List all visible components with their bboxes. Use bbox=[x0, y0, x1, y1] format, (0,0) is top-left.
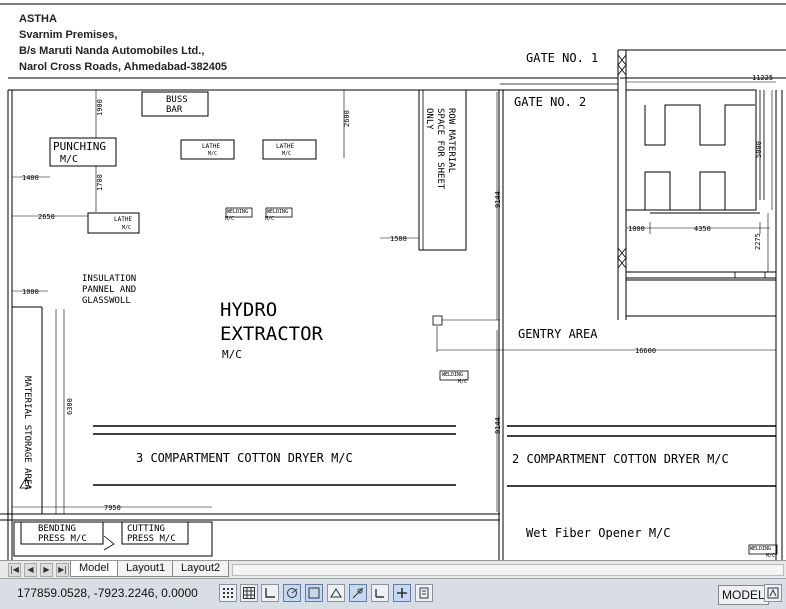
first-tab-icon[interactable]: |◀ bbox=[8, 563, 21, 577]
tab-model[interactable]: Model bbox=[70, 561, 118, 577]
address-line-2: B/s Maruti Nanda Automobiles Ltd., bbox=[19, 45, 205, 57]
status-bar: 177859.0528, -7923.2246, 0.0000 MODEL bbox=[0, 578, 786, 609]
hydro-label-2: EXTRACTOR bbox=[220, 323, 324, 345]
dim-6300: 6300 bbox=[66, 398, 74, 415]
object-snap-tracking-icon[interactable] bbox=[349, 584, 367, 602]
gate-1-label: GATE NO. 1 bbox=[526, 51, 598, 65]
lathe-1-label: LATHE bbox=[202, 143, 220, 150]
dim-1500: 1500 bbox=[390, 235, 407, 243]
buss-bar-label-1: BUSS bbox=[166, 95, 188, 105]
address-line-1: Svarnim Premises, bbox=[19, 29, 118, 41]
tab-layout2[interactable]: Layout2 bbox=[172, 561, 230, 577]
snap-mode-icon[interactable] bbox=[219, 584, 237, 602]
layout-tab-bar: |◀ ◀ ▶ ▶| Model Layout1 Layout2 bbox=[0, 560, 786, 578]
lineweight-icon[interactable] bbox=[415, 584, 433, 602]
welding-4-label: WELDING bbox=[750, 546, 771, 552]
prev-tab-icon[interactable]: ◀ bbox=[24, 563, 37, 577]
ortho-mode-icon[interactable] bbox=[261, 584, 279, 602]
welding-3-label: WELDING bbox=[442, 372, 463, 378]
object-snap-icon[interactable] bbox=[305, 584, 323, 602]
next-tab-icon[interactable]: ▶ bbox=[40, 563, 53, 577]
insulation-label-3: GLASSWOLL bbox=[82, 296, 131, 306]
bending-label-1: BENDING bbox=[38, 524, 76, 534]
dim-1000-office: 1000 bbox=[628, 225, 645, 233]
dynamic-ucs-icon[interactable] bbox=[371, 584, 389, 602]
wet-fiber-label: Wet Fiber Opener M/C bbox=[526, 526, 671, 540]
bending-label-2: PRESS M/C bbox=[38, 534, 87, 544]
dim-1900: 1900 bbox=[96, 99, 104, 116]
raw-material-label-3: ONLY bbox=[424, 108, 434, 130]
dryer-2-label: 2 COMPARTMENT COTTON DRYER M/C bbox=[512, 452, 729, 466]
address-line-3: Narol Cross Roads, Ahmedabad-382405 bbox=[19, 61, 228, 73]
gate-2-label: GATE NO. 2 bbox=[514, 95, 586, 109]
hydro-label-3: M/C bbox=[222, 348, 242, 361]
punching-label-2: M/C bbox=[60, 154, 78, 165]
dim-11225: 11225 bbox=[752, 74, 773, 82]
coordinate-readout: 177859.0528, -7923.2246, 0.0000 bbox=[17, 586, 198, 600]
dim-1000-storage: 1000 bbox=[22, 288, 39, 296]
hydro-label-1: HYDRO bbox=[220, 299, 277, 321]
gentry-label: GENTRY AREA bbox=[518, 327, 598, 341]
dim-4350: 4350 bbox=[694, 225, 711, 233]
buss-bar-label-2: BAR bbox=[166, 105, 183, 115]
lathe-3-label: LATHE bbox=[114, 216, 132, 223]
welding-2-mc: M/C bbox=[265, 216, 274, 222]
raw-material-label-1: ROW MATERIAL bbox=[446, 108, 456, 173]
dim-9144-upper: 9144 bbox=[494, 191, 502, 208]
welding-1-label: WELDING bbox=[227, 209, 248, 215]
insulation-label-2: PANNEL AND bbox=[82, 285, 136, 295]
company-name: ASTHA bbox=[19, 13, 57, 25]
lathe-3-mc: M/C bbox=[122, 225, 131, 231]
last-tab-icon[interactable]: ▶| bbox=[56, 563, 69, 577]
dim-1700: 1700 bbox=[96, 174, 104, 191]
3d-object-snap-icon[interactable] bbox=[327, 584, 345, 602]
raw-material-label-2: SPACE FOR SHEET bbox=[435, 108, 445, 190]
punching-label-1: PUNCHING bbox=[53, 140, 106, 153]
dynamic-input-icon[interactable] bbox=[393, 584, 411, 602]
tab-layout1[interactable]: Layout1 bbox=[117, 561, 175, 577]
dim-2600: 2600 bbox=[343, 110, 351, 127]
cutting-label-2: PRESS M/C bbox=[127, 534, 176, 544]
floor-plan: 11225 5000 1000 4350 2275 GATE NO. 1 GAT… bbox=[0, 3, 786, 560]
insulation-label-1: INSULATION bbox=[82, 274, 136, 284]
welding-3-mc: M/C bbox=[458, 379, 467, 385]
dim-7950: 7950 bbox=[104, 504, 121, 512]
welding-1-mc: M/C bbox=[225, 216, 234, 222]
lathe-2-label: LATHE bbox=[276, 143, 294, 150]
dim-1400: 1400 bbox=[22, 174, 39, 182]
welding-4-mc: M/C bbox=[766, 553, 775, 559]
horizontal-scrollbar[interactable] bbox=[232, 564, 784, 576]
model-space-button[interactable]: MODEL bbox=[718, 585, 769, 605]
dim-5000: 5000 bbox=[755, 141, 763, 158]
welding-2-label: WELDING bbox=[267, 209, 288, 215]
dryer-3-label: 3 COMPARTMENT COTTON DRYER M/C bbox=[136, 451, 353, 465]
dim-2275: 2275 bbox=[754, 233, 762, 250]
grid-display-icon[interactable] bbox=[240, 584, 258, 602]
drawing-area[interactable]: ASTHA Svarnim Premises, B/s Maruti Nanda… bbox=[0, 0, 786, 560]
cutting-label-1: CUTTING bbox=[127, 524, 165, 534]
dim-2650: 2650 bbox=[38, 213, 55, 221]
material-storage-label: MATERIAL STORAGE AREA bbox=[22, 376, 32, 490]
lathe-2-mc: M/C bbox=[282, 151, 291, 157]
dim-16600: 16600 bbox=[635, 347, 656, 355]
polar-tracking-icon[interactable] bbox=[283, 584, 301, 602]
layout-viewport-icon[interactable] bbox=[764, 584, 782, 602]
lathe-1-mc: M/C bbox=[208, 151, 217, 157]
dim-9144-lower: 9144 bbox=[494, 417, 502, 434]
